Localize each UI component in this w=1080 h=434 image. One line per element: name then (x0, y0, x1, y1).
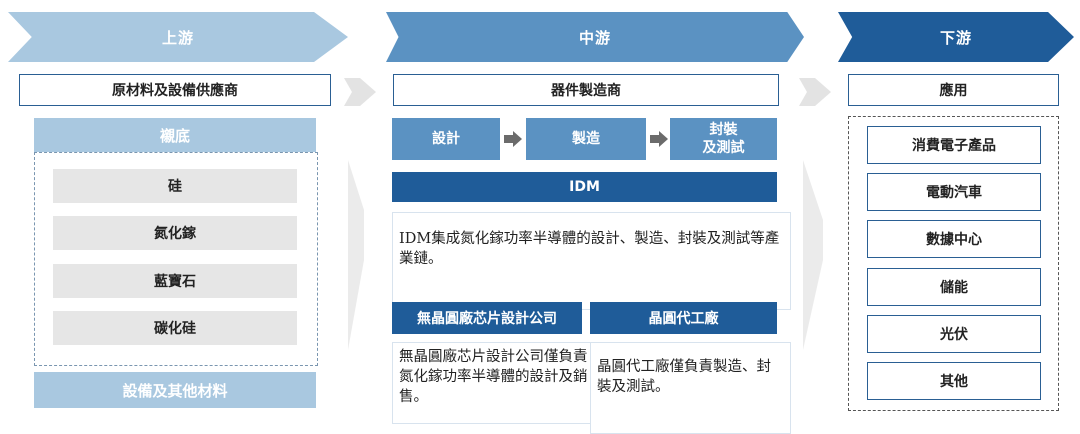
substrate-item: 藍寶石 (53, 264, 297, 298)
application-item-label: 儲能 (940, 280, 968, 296)
application-item-label: 消費電子產品 (912, 138, 996, 154)
foundry-bar: 晶圓代工廠 (590, 302, 777, 334)
substrate-item-label: 硅 (168, 179, 182, 195)
midstream-header-label: 器件製造商 (551, 83, 621, 99)
application-item-label: 數據中心 (926, 232, 982, 248)
substrate-item: 碳化硅 (53, 311, 297, 345)
substrate-item-label: 藍寶石 (154, 274, 196, 290)
downstream-header: 應用 (848, 74, 1059, 106)
downstream-chevron: 下游 (838, 12, 1074, 62)
upstream-header: 原材料及設備供應商 (19, 74, 331, 106)
fabless-description: 無晶圓廠芯片設計公司僅負責氮化鎵功率半導體的設計及銷售。 (392, 342, 596, 424)
substrate-title-bar: 襯底 (34, 118, 316, 152)
foundry-description-text: 晶圓代工廠僅負責製造、封裝及測試。 (597, 359, 771, 395)
application-item: 其他 (867, 362, 1041, 400)
step-arrow-icon (650, 131, 668, 147)
fabless-description-text: 無晶圓廠芯片設計公司僅負責氮化鎵功率半導體的設計及銷售。 (399, 349, 588, 405)
step-packaging-testing-label: 封裝 及測試 (702, 122, 745, 156)
substrate-item-label: 碳化硅 (154, 321, 196, 337)
substrate-item: 硅 (53, 169, 297, 203)
step-design-label: 設計 (432, 131, 460, 147)
application-item-label: 電動汽車 (926, 185, 982, 201)
equipment-materials-label: 設備及其他材料 (122, 381, 228, 400)
applications-dashed-frame (848, 116, 1059, 411)
equipment-materials-bar: 設備及其他材料 (34, 372, 316, 408)
substrate-title: 襯底 (159, 126, 190, 145)
step-arrow-icon (504, 131, 522, 147)
idm-description-text: IDM集成氮化鎵功率半導體的設計、製造、封裝及測試等產業鏈。 (399, 231, 780, 267)
midstream-chevron: 中游 (386, 12, 804, 62)
fabless-title: 無晶圓廠芯片設計公司 (417, 311, 557, 327)
application-item: 數據中心 (867, 220, 1041, 258)
flow-arrow-1 (344, 78, 376, 350)
step-design: 設計 (392, 118, 500, 160)
upstream-title: 上游 (161, 28, 194, 47)
step-manufacturing-label: 製造 (572, 131, 600, 147)
downstream-header-label: 應用 (939, 83, 968, 99)
midstream-header: 器件製造商 (393, 74, 779, 106)
foundry-title: 晶圓代工廠 (648, 311, 719, 327)
idm-title: IDM (569, 179, 600, 195)
flow-arrow-2 (799, 78, 831, 350)
application-item: 儲能 (867, 268, 1041, 306)
fabless-bar: 無晶圓廠芯片設計公司 (392, 302, 582, 334)
upstream-header-label: 原材料及設備供應商 (112, 83, 238, 99)
step-packaging-testing: 封裝 及測試 (670, 118, 777, 160)
midstream-title: 中游 (578, 28, 611, 47)
application-item: 消費電子產品 (867, 126, 1041, 164)
foundry-description: 晶圓代工廠僅負責製造、封裝及測試。 (590, 342, 791, 434)
application-item: 光伏 (867, 315, 1041, 353)
substrate-dashed-frame (34, 152, 318, 366)
application-item-label: 光伏 (940, 327, 968, 343)
substrate-item-label: 氮化鎵 (154, 226, 196, 242)
idm-description: IDM集成氮化鎵功率半導體的設計、製造、封裝及測試等產業鏈。 (392, 212, 791, 310)
substrate-item: 氮化鎵 (53, 216, 297, 250)
idm-bar: IDM (392, 172, 777, 202)
step-manufacturing: 製造 (526, 118, 646, 160)
application-item: 電動汽車 (867, 173, 1041, 211)
application-item-label: 其他 (940, 374, 968, 390)
downstream-title: 下游 (939, 28, 972, 47)
upstream-chevron: 上游 (8, 12, 348, 62)
